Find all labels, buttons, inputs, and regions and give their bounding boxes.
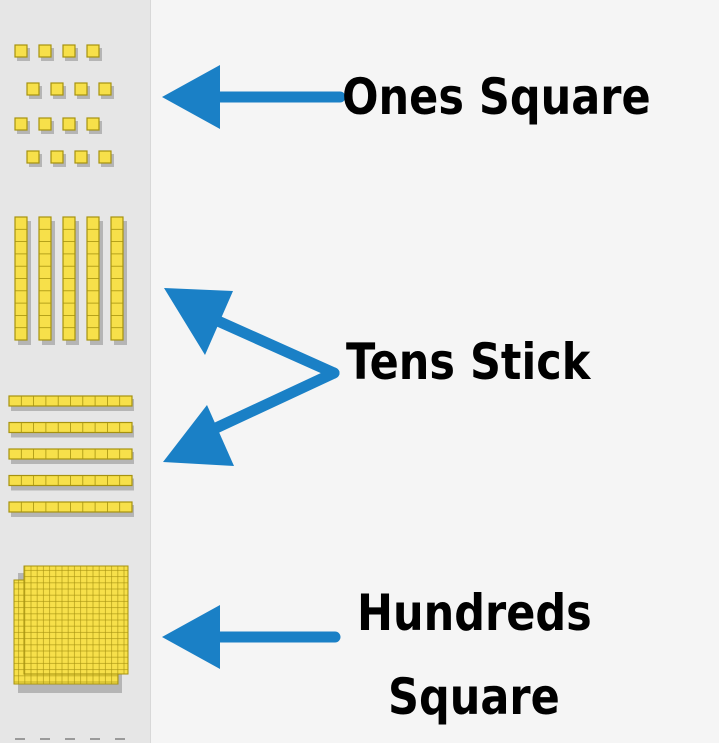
hundreds-arrow-icon — [162, 605, 341, 669]
hundreds-square-icon[interactable] — [13, 565, 129, 693]
ones-cube — [74, 150, 88, 164]
tens-arrow-upper-icon — [164, 288, 340, 379]
hundreds-square-label-line1: Hundreds — [357, 584, 592, 642]
tens-stick-label: Tens Stick — [346, 333, 591, 391]
hundreds-square-label-line2: Square — [388, 668, 560, 726]
ones-cube — [50, 150, 64, 164]
ones-cube — [26, 150, 40, 164]
ones-square-label: Ones Square — [342, 68, 651, 126]
ones-cube — [14, 117, 28, 131]
ones-cube — [86, 117, 100, 131]
ones-cube — [38, 117, 52, 131]
ones-cube — [98, 150, 112, 164]
ones-square-blocks-icon[interactable] — [14, 44, 114, 167]
ones-cube — [86, 44, 100, 58]
ones-cube — [50, 82, 64, 96]
ones-cube — [74, 82, 88, 96]
ones-cube — [98, 82, 112, 96]
ones-cube — [38, 44, 52, 58]
ones-cube — [26, 82, 40, 96]
horizontal-tens-sticks-icon[interactable] — [8, 395, 134, 517]
tens-arrow-lower-icon — [163, 367, 340, 466]
ones-cube — [62, 117, 76, 131]
vertical-tens-sticks-icon[interactable] — [14, 216, 127, 345]
ones-arrow-icon — [162, 65, 346, 129]
ones-cube — [62, 44, 76, 58]
ones-cube — [14, 44, 28, 58]
